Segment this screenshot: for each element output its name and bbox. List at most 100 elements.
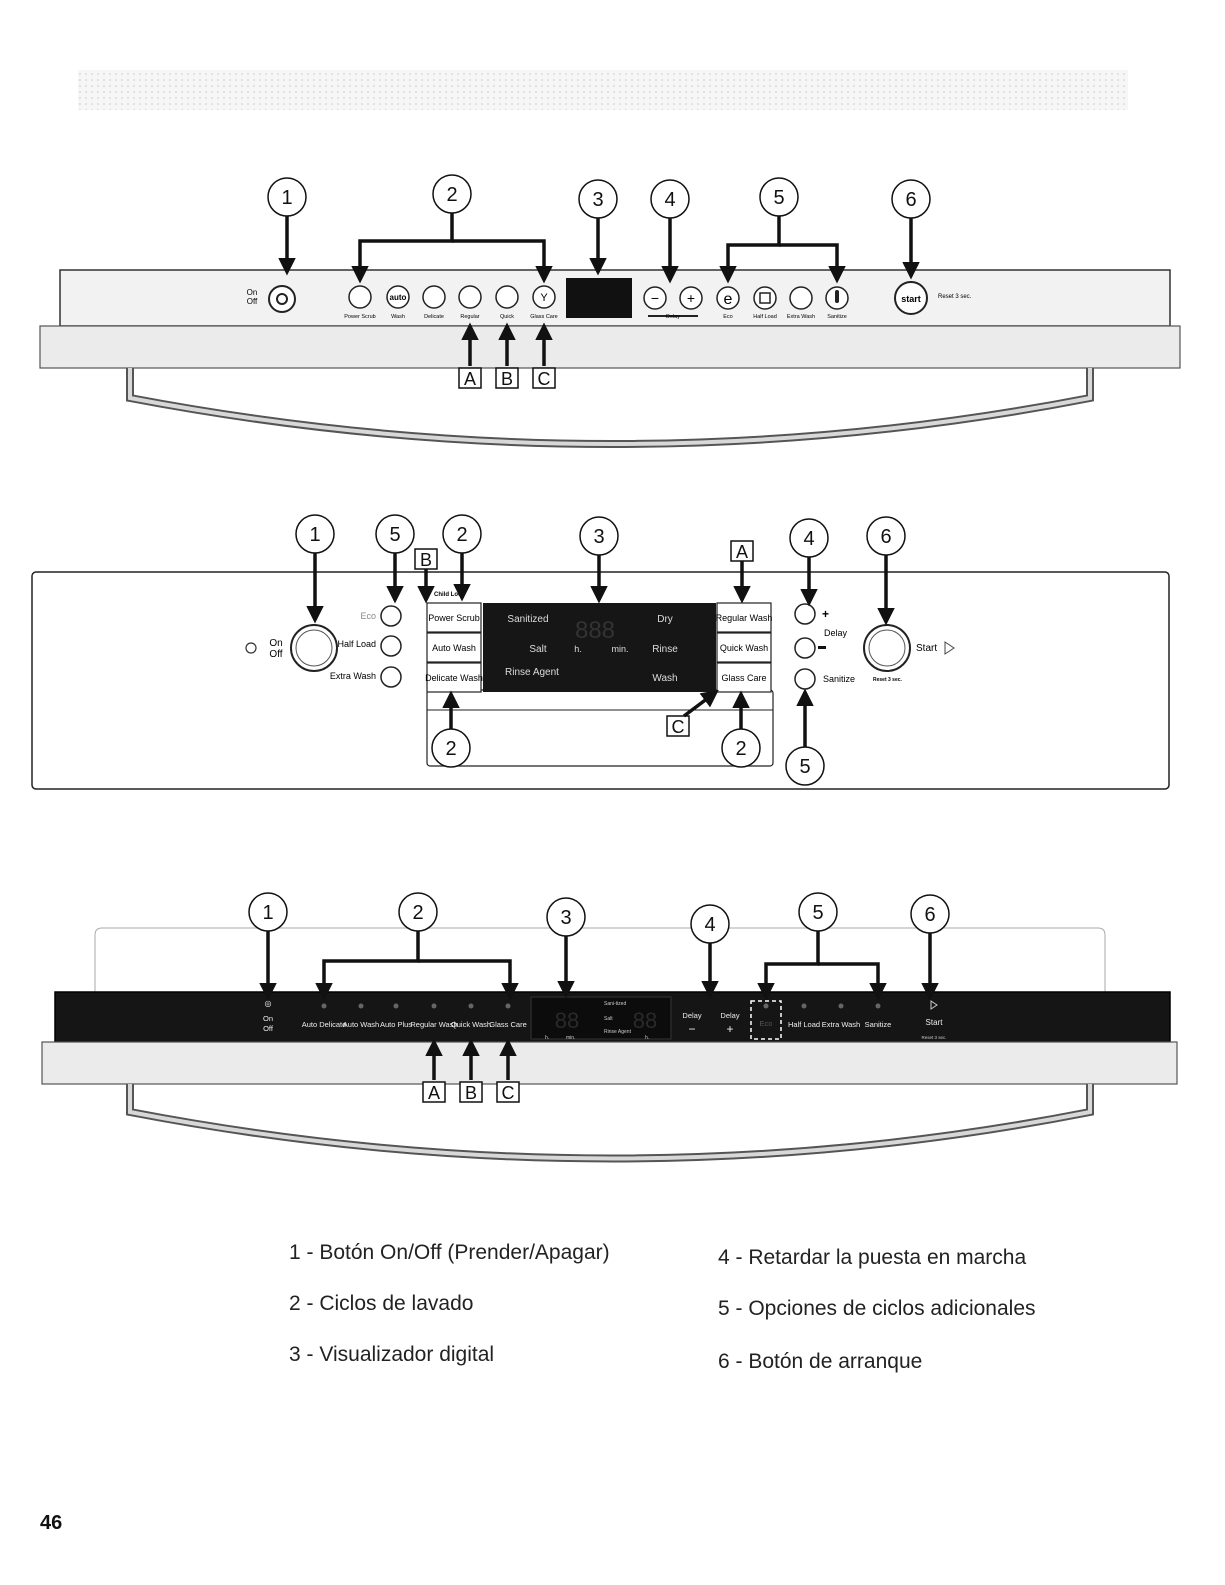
p3-disp-digits-right: 88 bbox=[633, 1008, 657, 1033]
p3-btn-quick-wash[interactable]: Quick Wash bbox=[451, 1020, 491, 1029]
p1-btn-regular[interactable] bbox=[458, 285, 482, 309]
p2-off-label: Off bbox=[269, 649, 282, 660]
panel-3-door bbox=[41, 1041, 1178, 1085]
p3-btn-auto-delicate[interactable]: Auto Delicate bbox=[302, 1020, 347, 1029]
p3-callout-2: 2 bbox=[412, 902, 423, 924]
panel-2: On Off Eco Half Load Extra Wash Child Lo… bbox=[31, 571, 1170, 790]
p1-label-regular: Regular bbox=[460, 314, 479, 320]
p2-btn-power-scrub[interactable]: Power Scrub bbox=[426, 602, 482, 633]
p1-callout-1: 1 bbox=[281, 187, 292, 209]
p1-btn-quick[interactable] bbox=[495, 285, 519, 309]
p1-btn-delicate[interactable] bbox=[422, 285, 446, 309]
p2-disp-salt: Salt bbox=[529, 644, 546, 655]
p2-label-delicate-wash: Delicate Wash bbox=[425, 673, 483, 683]
p2-child-lock-label: Child Lock bbox=[434, 592, 465, 598]
panel-3-outline bbox=[94, 927, 1106, 992]
panel-3-handle bbox=[126, 1084, 1094, 1163]
p2-btn-delay-plus[interactable] bbox=[794, 603, 816, 625]
p3-cycle-leds bbox=[321, 1003, 511, 1009]
p2-disp-digits: 888 bbox=[575, 617, 615, 644]
panel-1: On Off auto Y Power Scrub Wash Delicate … bbox=[39, 269, 1181, 448]
panel-1-arrows bbox=[278, 213, 920, 366]
p3-letter-b: B bbox=[465, 1083, 477, 1103]
legend-item-3: 3 - Visualizador digital bbox=[289, 1343, 495, 1366]
p1-delay-label: Delay bbox=[666, 314, 680, 320]
power-icon bbox=[276, 293, 288, 305]
p1-btn-extra-wash[interactable] bbox=[789, 286, 813, 310]
p3-delay-plus-label[interactable]: Delay bbox=[720, 1011, 739, 1020]
p3-letter-c: C bbox=[502, 1083, 515, 1103]
p1-label-sanitize: Sanitize bbox=[827, 314, 847, 320]
plus-icon: + bbox=[822, 607, 829, 621]
p3-eco-highlight bbox=[750, 1000, 782, 1040]
p2-disp-h: h. bbox=[574, 644, 582, 654]
p2-btn-quick-wash[interactable]: Quick Wash bbox=[716, 632, 772, 663]
p3-disp-h2: h. bbox=[645, 1035, 649, 1041]
p1-letter-a: A bbox=[464, 369, 476, 389]
p2-on-label: On bbox=[269, 638, 282, 649]
p3-start-button[interactable]: Start bbox=[926, 1018, 944, 1027]
p3-callout-4: 4 bbox=[704, 914, 715, 936]
p1-delay-plus-button[interactable]: + bbox=[679, 286, 703, 310]
p2-letter-a: A bbox=[736, 542, 748, 562]
p2-power-button[interactable] bbox=[290, 624, 338, 672]
p3-btn-eco[interactable]: Eco bbox=[760, 1019, 773, 1028]
p2-btn-eco[interactable] bbox=[380, 605, 402, 627]
legend-item-1: 1 - Botón On/Off (Prender/Apagar) bbox=[289, 1241, 610, 1264]
p1-btn-half-load[interactable] bbox=[753, 286, 777, 310]
p2-disp-rinse: Rinse bbox=[652, 644, 678, 655]
p1-callout-2: 2 bbox=[446, 184, 457, 206]
p2-callout-2: 2 bbox=[456, 524, 467, 546]
p1-btn-eco[interactable] bbox=[716, 286, 740, 310]
panel-3: ◎ On Off Auto Delicate Auto Wash Auto Pl… bbox=[41, 927, 1178, 1163]
p3-btn-sanitize[interactable]: Sanitize bbox=[865, 1020, 892, 1029]
glass-icon: Y bbox=[540, 292, 548, 304]
p3-btn-auto-wash[interactable]: Auto Wash bbox=[343, 1020, 379, 1029]
p3-btn-glass-care[interactable]: Glass Care bbox=[489, 1020, 527, 1029]
p1-label-extra-wash: Extra Wash bbox=[787, 314, 815, 320]
p1-start-button[interactable]: start bbox=[894, 281, 928, 315]
p1-label-half-load: Half Load bbox=[753, 314, 777, 320]
p1-btn-auto-wash[interactable] bbox=[386, 285, 410, 309]
panel-2-lower-tray bbox=[426, 689, 774, 767]
p1-label-glass-care: Glass Care bbox=[530, 314, 558, 320]
p1-callout-6: 6 bbox=[905, 189, 916, 211]
p2-btn-regular-wash[interactable]: Regular Wash bbox=[716, 602, 773, 633]
p2-start-button[interactable] bbox=[863, 624, 911, 672]
p2-label-eco: Eco bbox=[360, 611, 376, 621]
p1-delay-minus-button[interactable]: − bbox=[643, 286, 667, 310]
p3-callout-3: 3 bbox=[560, 907, 571, 929]
p1-label-eco: Eco bbox=[723, 314, 732, 320]
p2-callout-5-lower: 5 bbox=[799, 756, 810, 778]
p2-btn-auto-wash[interactable]: Auto Wash bbox=[426, 632, 482, 663]
p3-delay-minus-label[interactable]: Delay bbox=[682, 1011, 701, 1020]
p1-cycle-buttons: auto Y bbox=[348, 285, 556, 309]
p2-btn-delicate-wash[interactable]: Delicate Wash bbox=[425, 662, 483, 693]
p3-off-label[interactable]: Off bbox=[263, 1024, 274, 1033]
p2-callout-4: 4 bbox=[803, 528, 814, 550]
panel-3-callouts bbox=[248, 892, 950, 944]
p2-reset-label: Reset 3 sec. bbox=[873, 677, 903, 683]
p2-btn-extra-wash[interactable] bbox=[380, 666, 402, 688]
p3-btn-half-load-line[interactable]: Half Load bbox=[788, 1020, 820, 1029]
p2-letter-b: B bbox=[420, 550, 432, 570]
p3-disp-salt: Salt bbox=[604, 1016, 613, 1022]
p2-label-half-load: Half Load bbox=[337, 639, 376, 649]
p3-callout-1: 1 bbox=[262, 902, 273, 924]
p3-option-leds bbox=[763, 1003, 881, 1009]
p2-callout-1: 1 bbox=[309, 524, 320, 546]
p3-btn-regular-wash[interactable]: Regular Wash bbox=[410, 1020, 457, 1029]
p1-btn-glass-care[interactable] bbox=[532, 285, 556, 309]
p3-disp-digits-left: 88 bbox=[555, 1008, 579, 1033]
p2-btn-half-load[interactable] bbox=[380, 635, 402, 657]
p3-btn-auto-plus[interactable]: Auto Plus bbox=[380, 1020, 412, 1029]
p2-btn-sanitize[interactable] bbox=[794, 668, 816, 690]
p1-btn-power-scrub[interactable] bbox=[348, 285, 372, 309]
p2-label-regular-wash: Regular Wash bbox=[716, 613, 773, 623]
p1-start-label: start bbox=[901, 294, 921, 304]
p3-btn-extra-wash[interactable]: Extra Wash bbox=[822, 1020, 860, 1029]
p2-btn-delay-minus[interactable] bbox=[794, 637, 816, 659]
p3-on-label[interactable]: On bbox=[263, 1014, 273, 1023]
p2-btn-glass-care[interactable]: Glass Care bbox=[716, 662, 772, 693]
p1-power-button[interactable] bbox=[268, 285, 296, 313]
